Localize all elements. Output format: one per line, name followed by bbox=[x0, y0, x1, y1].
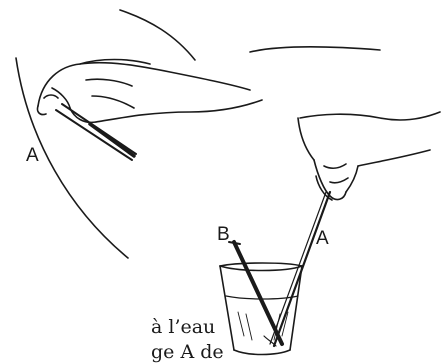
stick-b bbox=[229, 242, 282, 344]
sleeve-line-back bbox=[250, 47, 380, 52]
sleeve-line-top bbox=[120, 10, 195, 60]
drinking-glass bbox=[220, 263, 302, 355]
left-hand bbox=[37, 60, 262, 123]
label-a-right: A bbox=[316, 228, 329, 249]
right-hand bbox=[298, 112, 440, 200]
label-a-left: A bbox=[26, 145, 39, 166]
caption-line-2: ge A de bbox=[151, 343, 224, 362]
label-b: B bbox=[217, 224, 230, 245]
caption-line-1: à l’eau bbox=[151, 318, 215, 337]
left-stick bbox=[56, 104, 136, 160]
